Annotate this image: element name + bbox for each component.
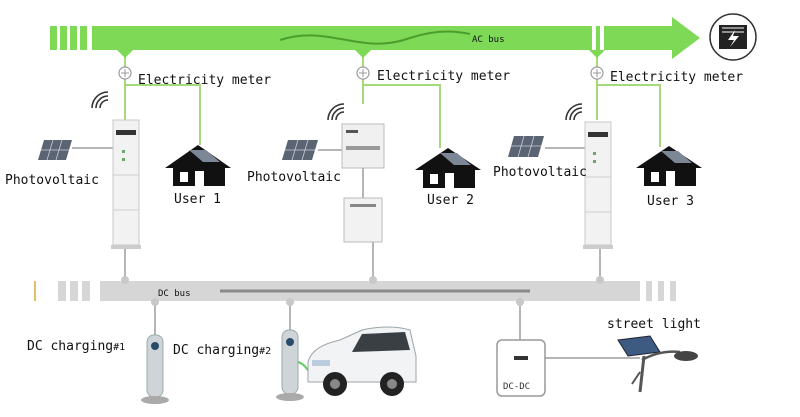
meter-label: Electricity meter: [610, 70, 743, 85]
dc-dc-converter-icon: [496, 339, 546, 397]
dc-bus-connectors: [121, 276, 604, 306]
street-light-label: street light: [607, 317, 701, 332]
house-icon: [415, 148, 481, 188]
ac-bus-connectors: [117, 50, 605, 58]
ac-bus: [50, 17, 700, 59]
dc-bus-label: DC bus: [158, 289, 191, 299]
photovoltaic-label: Photovoltaic: [5, 173, 99, 188]
inverter-icon: [341, 123, 385, 169]
dc-dc-label: DC-DC: [503, 382, 530, 392]
battery-icon: [343, 197, 383, 243]
meter-label: Electricity meter: [377, 69, 510, 84]
ac-bus-label: AC bus: [472, 35, 505, 45]
wifi-icon: [327, 103, 345, 121]
ac-drop-wires: [124, 50, 661, 148]
storage-cabinet-icon: [583, 121, 613, 249]
meter-label: Electricity meter: [138, 73, 271, 88]
electric-car-icon: [307, 326, 417, 396]
street-light-icon: [617, 335, 698, 393]
house-icon: [165, 145, 231, 186]
dc-charging-label: DC charging#1: [27, 339, 125, 354]
house-icon: [636, 146, 702, 186]
meter-icon: [590, 66, 604, 80]
charging-post-icon: [141, 334, 169, 404]
solar-panel-icon: [282, 139, 318, 161]
photovoltaic-label: Photovoltaic: [247, 170, 341, 185]
storage-cabinet-icon: [111, 119, 141, 249]
power-grid-icon: [709, 13, 757, 61]
dc-charging-label: DC charging#2: [173, 343, 271, 358]
solar-panel-icon: [38, 139, 72, 161]
dc-side-wires: [72, 147, 640, 359]
meter-icon: [356, 66, 370, 80]
solar-panel-icon: [508, 135, 544, 158]
user-label: User 1: [174, 192, 221, 207]
photovoltaic-label: Photovoltaic: [493, 165, 587, 180]
dc-bus: [34, 281, 676, 301]
user-label: User 2: [427, 193, 474, 208]
wifi-icon: [91, 91, 109, 109]
wifi-icon: [565, 103, 583, 121]
meter-icon: [118, 66, 132, 80]
user-label: User 3: [647, 194, 694, 209]
